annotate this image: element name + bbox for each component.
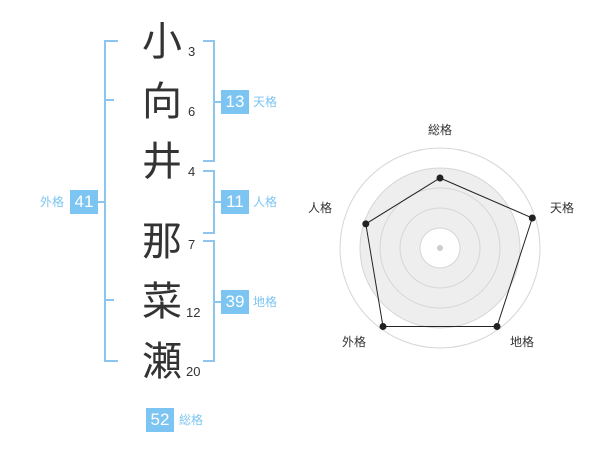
name-char-1: 小 — [142, 19, 182, 65]
chikaku-label: 地格 — [253, 295, 278, 309]
radar-label-gaikaku: 外格 — [342, 334, 366, 349]
name-char-5: 菜 — [142, 279, 182, 325]
gaikaku-bracket — [104, 40, 118, 362]
radar-label-chikaku: 地格 — [510, 334, 534, 349]
bracket-connector — [94, 201, 104, 203]
fortune-radar-chart: 総格 天格 地格 外格 人格 — [308, 122, 574, 349]
soukaku-badge: 52 — [146, 408, 174, 432]
bracket-tick — [104, 299, 114, 301]
soukaku-label: 総格 — [179, 413, 204, 427]
bracket-tick — [104, 99, 114, 101]
radar-center-dot — [437, 245, 443, 251]
jinkaku-label: 人格 — [253, 195, 278, 209]
stroke-count-1: 3 — [188, 44, 196, 59]
tenkaku-badge: 13 — [221, 90, 249, 114]
gaikaku-label: 外格 — [40, 195, 65, 209]
radar-point-5 — [362, 220, 370, 228]
radar-point-4 — [379, 323, 387, 330]
name-char-6: 瀬 — [142, 339, 182, 385]
radar-polygon — [365, 177, 533, 327]
stroke-count-2: 6 — [188, 104, 196, 119]
radar-label-jinkaku: 人格 — [308, 200, 332, 215]
radar-label-tenkaku: 天格 — [550, 200, 574, 215]
jinkaku-badge: 11 — [221, 190, 249, 214]
bracket-connector — [213, 301, 221, 303]
radar-point-1 — [436, 174, 444, 182]
name-char-4: 那 — [142, 219, 182, 265]
bracket-connector — [213, 101, 221, 103]
chikaku-badge: 39 — [221, 290, 249, 314]
radar-point-2 — [528, 214, 536, 222]
bracket-connector — [213, 201, 221, 203]
name-char-3: 井 — [142, 139, 182, 185]
stroke-count-4: 7 — [188, 237, 196, 252]
radar-points — [362, 174, 536, 330]
radar-point-3 — [493, 323, 501, 330]
name-char-2: 向 — [142, 79, 182, 125]
gaikaku-badge: 41 — [70, 190, 98, 214]
stroke-count-3: 4 — [188, 164, 196, 179]
stroke-count-5: 12 — [186, 305, 201, 320]
stroke-count-6: 20 — [186, 364, 201, 379]
radar-label-soukaku: 総格 — [428, 122, 452, 137]
tenkaku-label: 天格 — [253, 95, 278, 109]
